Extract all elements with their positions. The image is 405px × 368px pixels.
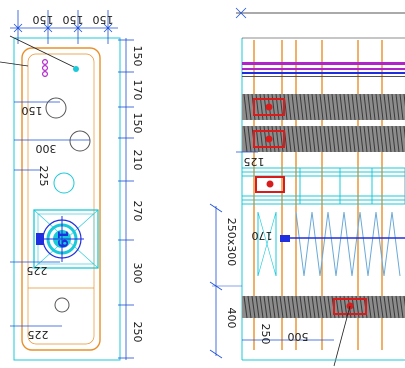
pipe-circle-2 xyxy=(69,130,91,152)
top-dim-2: 150 xyxy=(63,13,84,26)
right-label-400: 400 xyxy=(225,308,238,329)
right-dim-2: 170 xyxy=(131,80,144,101)
right-dim-1: 150 xyxy=(131,46,144,67)
right-dim-7: 250 xyxy=(131,322,144,343)
magenta-conduit-markers xyxy=(41,58,48,77)
panel-inner-outline xyxy=(27,53,95,345)
leader-line-bottom xyxy=(333,305,351,367)
left-elevation-view: 150 150 150 150 170 150 210 270 300 250 xyxy=(0,10,144,361)
top-dim-1: 150 xyxy=(33,13,54,26)
right-dim-5: 270 xyxy=(131,201,144,222)
top-dim-3: 150 xyxy=(93,13,114,26)
right-dimension-ticks xyxy=(118,39,134,359)
pipe-circle-1 xyxy=(45,97,67,119)
right-label-170: 170 xyxy=(252,229,273,242)
leader-line-left xyxy=(0,61,29,67)
bellows-section xyxy=(257,211,405,277)
valve-box-3 xyxy=(255,176,285,193)
right-dim-3: 150 xyxy=(131,113,144,134)
right-section-view: 125 xyxy=(209,7,405,367)
right-label-500: 500 xyxy=(288,330,309,343)
inner-label-1: 150 xyxy=(22,104,43,117)
right-label-250x300: 250x300 xyxy=(225,218,238,267)
small-cyan-marker xyxy=(73,66,79,72)
inner-label-3: 225 xyxy=(37,166,50,187)
leader-line-top xyxy=(9,35,77,69)
panel-outline xyxy=(21,47,101,351)
ribbed-pipe-3 xyxy=(242,295,405,319)
pipe-circle-3 xyxy=(54,297,70,313)
inner-label-2: 300 xyxy=(36,142,57,155)
inner-label-4: 225 xyxy=(27,264,48,277)
right-label-125: 125 xyxy=(244,155,265,168)
equipment-box xyxy=(33,209,99,269)
outer-frame xyxy=(13,37,121,361)
right-label-250: 250 xyxy=(259,324,272,345)
inner-label-5: 225 xyxy=(28,328,49,341)
right-dim-6: 300 xyxy=(131,263,144,284)
equipment-marker-number: 19 xyxy=(54,230,69,248)
right-dim-4: 210 xyxy=(131,150,144,171)
valve-box-2 xyxy=(253,130,285,148)
top-cable-trays xyxy=(242,62,405,77)
valve-box-1 xyxy=(253,98,285,116)
cyan-pipe-circle xyxy=(53,172,75,194)
cyan-duct xyxy=(241,167,405,205)
